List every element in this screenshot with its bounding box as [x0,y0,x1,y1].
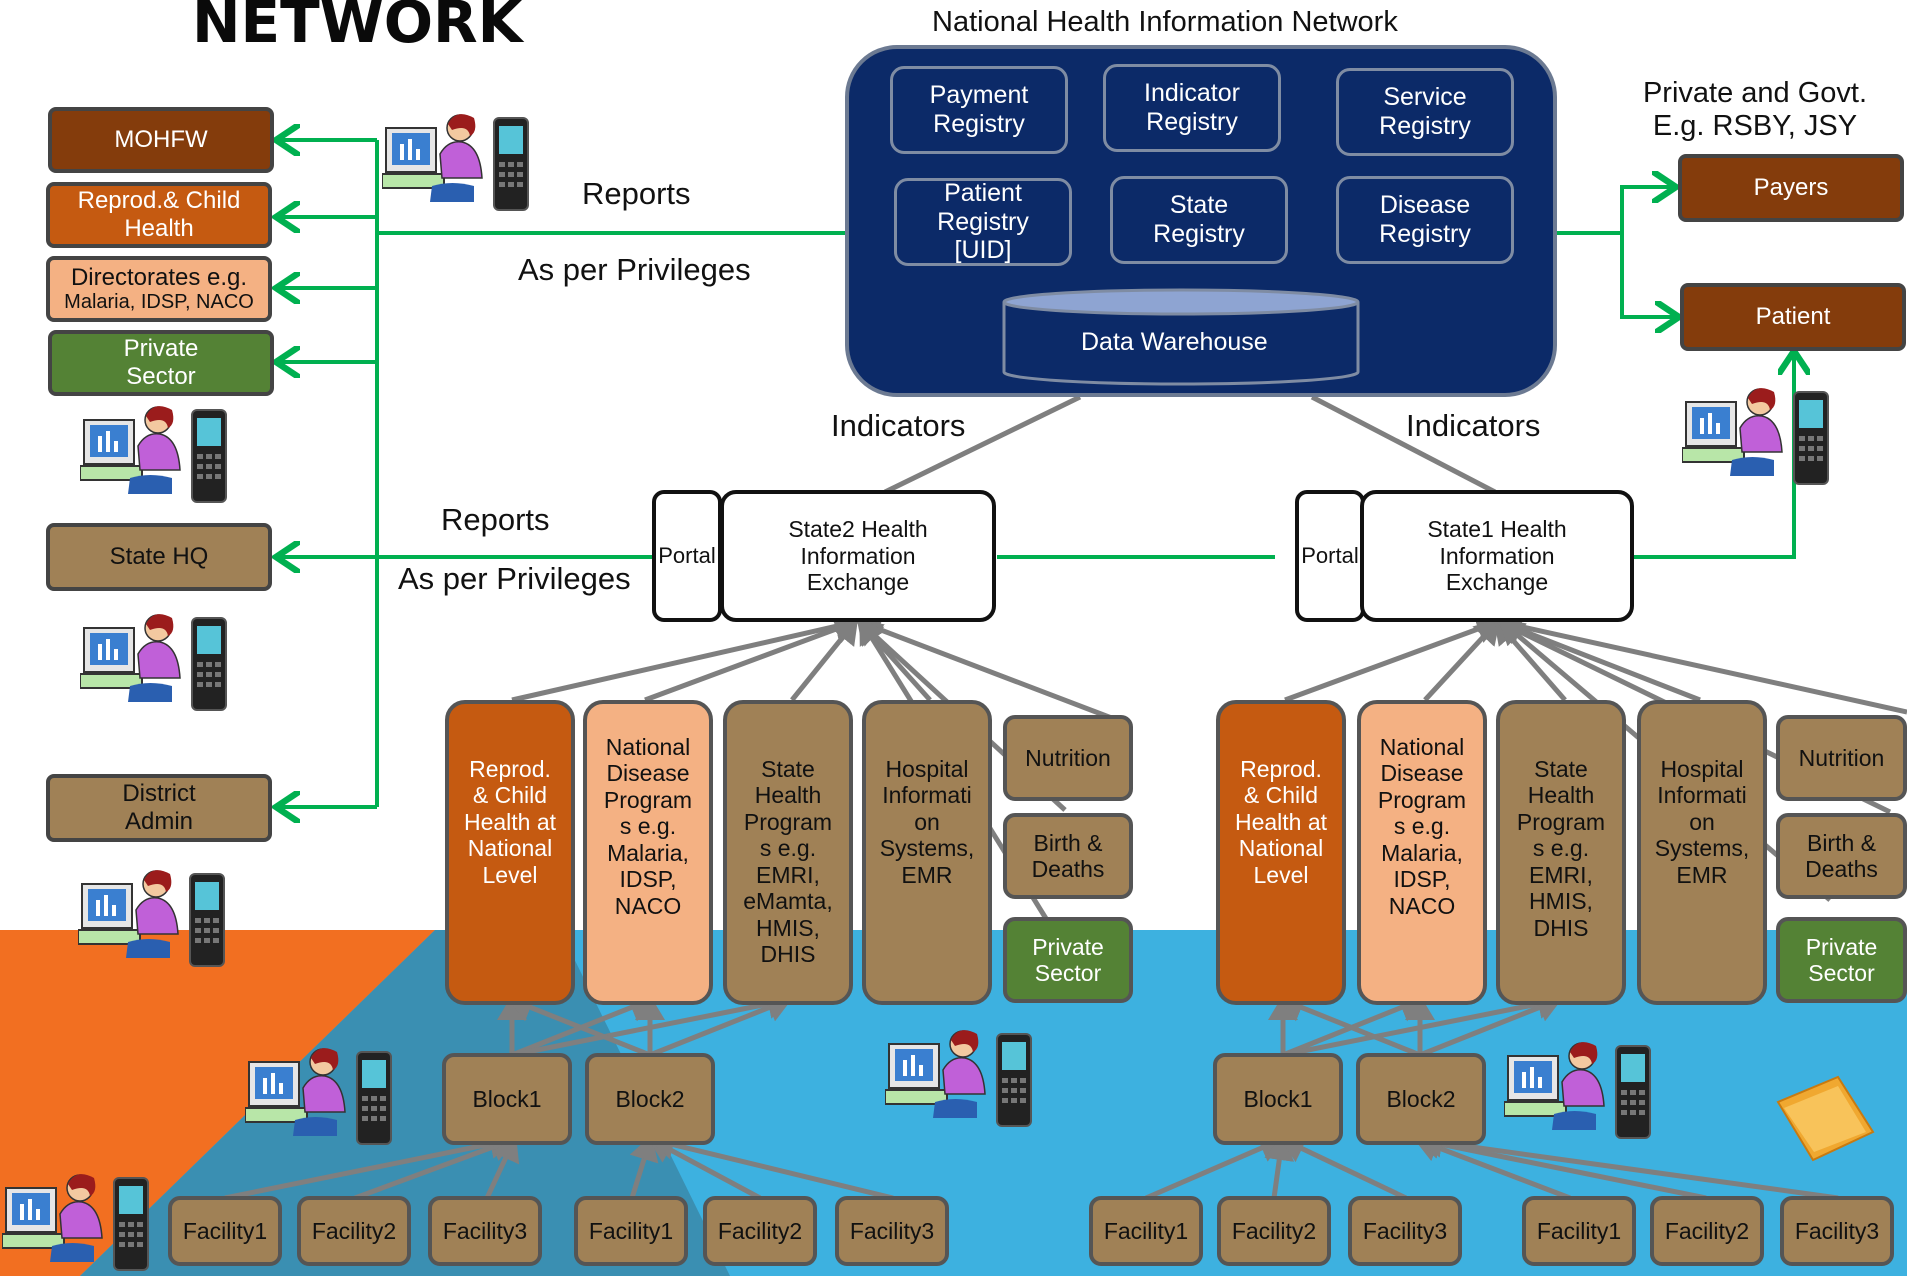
state1-portal[interactable]: Portal [1295,490,1365,622]
teal-background [80,930,730,1276]
disease-registry[interactable]: Disease Registry [1336,176,1514,264]
state1-hie[interactable]: State1 Health Information Exchange [1360,490,1634,622]
green-report-lines [280,140,1794,807]
privileges-label-top: As per Privileges [518,252,751,287]
s1-b2-facility2[interactable]: Facility2 [1650,1196,1764,1266]
s2-block1[interactable]: Block1 [442,1053,572,1145]
s2-b1-facility2[interactable]: Facility2 [297,1196,411,1266]
orange-background [0,930,435,1276]
mohfw-box[interactable]: MOHFW [48,107,274,173]
s2-b2-facility2[interactable]: Facility2 [703,1196,817,1266]
patient-box[interactable]: Patient [1680,283,1906,351]
state2-hie[interactable]: State2 Health Information Exchange [720,490,996,622]
s2-shp-program[interactable]: State Health Program s e.g. EMRI, eMamta… [723,700,853,1005]
s2-nutrition[interactable]: Nutrition [1003,715,1133,801]
indicators-label-left: Indicators [831,408,966,443]
s1-b1-facility2[interactable]: Facility2 [1217,1196,1331,1266]
s2-rch-program[interactable]: Reprod. & Child Health at National Level [445,700,575,1005]
directorates-box[interactable]: Directorates e.g. Malaria, IDSP, NACO [46,256,272,322]
user-computer-phone-icon [244,1040,405,1150]
state-hq-box[interactable]: State HQ [46,523,272,591]
data-warehouse-icon[interactable] [1000,286,1362,388]
privileges-label-mid: As per Privileges [398,561,631,596]
s2-b1-facility3[interactable]: Facility3 [428,1196,542,1266]
user-computer-phone-icon [884,1022,1045,1132]
s1-birth-deaths[interactable]: Birth & Deaths [1776,813,1907,899]
state-registry[interactable]: State Registry [1110,176,1288,264]
s1-b2-facility3[interactable]: Facility3 [1780,1196,1894,1266]
user-computer-phone-icon [79,606,240,716]
s2-b1-facility1[interactable]: Facility1 [168,1196,282,1266]
directorates-line1: Directorates e.g. [70,263,248,291]
s1-block2[interactable]: Block2 [1356,1053,1486,1145]
patient-registry[interactable]: Patient Registry [UID] [894,178,1072,266]
sticky-notes-icon [1776,1075,1875,1162]
s2-birth-deaths[interactable]: Birth & Deaths [1003,813,1133,899]
s1-shp-program[interactable]: State Health Program s e.g. EMRI, HMIS, … [1496,700,1626,1005]
s2-block2[interactable]: Block2 [585,1053,715,1145]
user-computer-phone-icon [1,1166,162,1276]
state2-portal[interactable]: Portal [652,490,722,622]
private-sector-box[interactable]: Private Sector [48,330,274,396]
indicator-registry[interactable]: Indicator Registry [1103,64,1281,152]
page-title: NETWORK [192,0,523,56]
user-computer-phone-icon [77,862,238,972]
s2-ndp-program[interactable]: National Disease Program s e.g. Malaria,… [583,700,713,1005]
reports-label-mid: Reports [441,502,550,537]
payers-box[interactable]: Payers [1678,154,1904,222]
rch-box[interactable]: Reprod.& Child Health [46,182,272,248]
service-registry[interactable]: Service Registry [1336,68,1514,156]
user-computer-phone-icon [1503,1034,1664,1144]
s1-b2-facility1[interactable]: Facility1 [1522,1196,1636,1266]
s1-his-program[interactable]: Hospital Informati on Systems, EMR [1637,700,1767,1005]
user-computer-phone-icon [79,398,240,508]
s2-b2-facility1[interactable]: Facility1 [574,1196,688,1266]
s2-b2-facility3[interactable]: Facility3 [835,1196,949,1266]
user-computer-phone-icon [1681,380,1842,490]
s1-ndp-program[interactable]: National Disease Program s e.g. Malaria,… [1357,700,1487,1005]
data-warehouse-label: Data Warehouse [1081,328,1268,356]
district-admin-box[interactable]: District Admin [46,774,272,842]
indicators-label-right: Indicators [1406,408,1541,443]
reports-label-top: Reports [582,176,691,211]
s1-b1-facility1[interactable]: Facility1 [1089,1196,1203,1266]
s1-private-sector[interactable]: Private Sector [1776,917,1907,1003]
user-computer-phone-icon [381,106,542,216]
s2-his-program[interactable]: Hospital Informati on Systems, EMR [862,700,992,1005]
s1-block1[interactable]: Block1 [1213,1053,1343,1145]
s1-nutrition[interactable]: Nutrition [1776,715,1907,801]
s1-b1-facility3[interactable]: Facility3 [1348,1196,1462,1266]
nhin-title: National Health Information Network [932,6,1398,38]
s2-private-sector[interactable]: Private Sector [1003,917,1133,1003]
s1-rch-program[interactable]: Reprod. & Child Health at National Level [1216,700,1346,1005]
directorates-line2: Malaria, IDSP, NACO [64,291,254,314]
payment-registry[interactable]: Payment Registry [890,66,1068,154]
payers-header: Private and Govt. E.g. RSBY, JSY [1642,76,1868,142]
